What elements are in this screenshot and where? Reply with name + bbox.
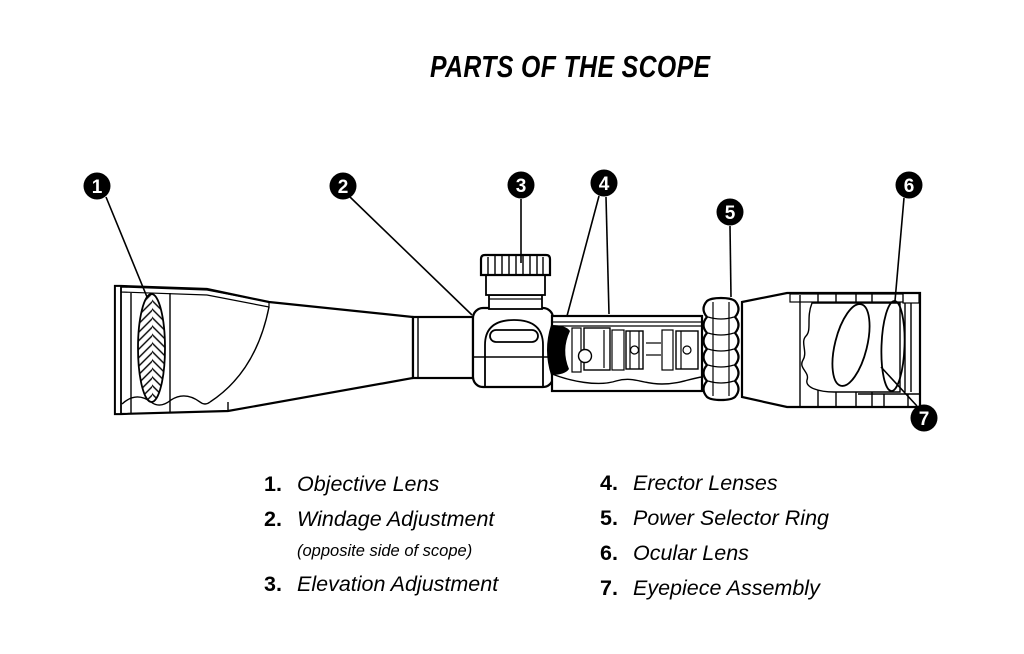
- elevation-turret: [479, 253, 552, 310]
- legend-item-2: 2. Windage Adjustment: [264, 506, 498, 533]
- callout-marker-1: 1: [83, 172, 111, 200]
- cell-3-pin: [682, 345, 692, 355]
- legend-column-left: 1. Objective Lens 2. Windage Adjustment …: [264, 471, 498, 606]
- legend-item-label: Power Selector Ring: [633, 506, 829, 530]
- bell-inner-arc: [209, 306, 270, 403]
- legend-item-number: 3.: [264, 572, 282, 596]
- objective-bell: [113, 284, 415, 416]
- elevation-knob-knurling: [487, 256, 544, 274]
- callout-number-1: 1: [92, 177, 103, 198]
- legend-item-number: 1.: [264, 472, 282, 496]
- leader-line-1: [105, 196, 148, 298]
- legend-item-label: Eyepiece Assembly: [633, 576, 820, 600]
- leader-lines: [105, 195, 918, 407]
- leader-line-6: [894, 197, 905, 302]
- objective-lens-glass: [137, 293, 166, 403]
- page-title: PARTS OF THE SCOPE: [430, 49, 711, 84]
- eyepiece-assembly: [740, 291, 922, 409]
- turret-base: [485, 274, 546, 296]
- callout-number-6: 6: [904, 176, 915, 197]
- power-ring-outline: [702, 296, 740, 402]
- erector-lens-2: [611, 329, 625, 371]
- main-tube-outline: [411, 315, 475, 380]
- turret-saddle: [471, 306, 555, 389]
- legend-column-right: 4. Erector Lenses 5. Power Selector Ring…: [600, 470, 829, 610]
- windage-slot: [489, 329, 539, 343]
- erector-top-band: [551, 315, 703, 323]
- legend-item-6: 6. Ocular Lens: [600, 540, 829, 567]
- legend-item-label: Erector Lenses: [633, 471, 778, 495]
- turret-neck: [488, 294, 543, 310]
- legend-item-4: 4. Erector Lenses: [600, 470, 829, 497]
- legend-item-2-note: (opposite side of scope): [297, 542, 473, 560]
- cell-1-pin: [577, 348, 593, 364]
- leader-line-5: [729, 225, 732, 298]
- erector-lens-3: [661, 329, 674, 371]
- ring-knurl-joints: [707, 316, 735, 384]
- callout-marker-7: 7: [910, 404, 938, 432]
- legend-item-number: 4.: [600, 471, 618, 495]
- leader-line-7: [880, 366, 918, 407]
- legend-item-label: Objective Lens: [297, 472, 440, 496]
- main-tube: [411, 315, 475, 380]
- leader-line-2: [349, 196, 473, 316]
- legend-item-5: 5. Power Selector Ring: [600, 505, 829, 532]
- leader-line-4a: [566, 195, 600, 317]
- legend-item-1: 1. Objective Lens: [264, 471, 498, 498]
- erector-wavy-bottom: [551, 373, 703, 385]
- callout-number-3: 3: [516, 176, 527, 197]
- saddle-dome: [484, 319, 544, 387]
- erector-lens-1: [571, 327, 582, 373]
- eyepiece-cutaway: [801, 302, 901, 393]
- lens-cell-1: [583, 327, 611, 371]
- field-lens-glass: [831, 303, 871, 387]
- callout-number-7: 7: [919, 409, 930, 430]
- legend-item-7: 7. Eyepiece Assembly: [600, 575, 829, 602]
- callout-marker-6: 6: [895, 171, 923, 199]
- legend-item-3: 3. Elevation Adjustment: [264, 571, 498, 598]
- leader-line-4b: [605, 196, 610, 315]
- retainer-wavy-line: [121, 395, 211, 406]
- callout-number-5: 5: [725, 203, 736, 224]
- power-selector-ring: [702, 296, 740, 402]
- legend-item-number: 5.: [600, 506, 618, 530]
- legend-item-number: 7.: [600, 576, 618, 600]
- callout-markers: 1 2 3 4 5 6 7: [83, 169, 938, 432]
- legend-item-label: Windage Adjustment: [297, 507, 495, 531]
- legend-item-label: Ocular Lens: [633, 541, 749, 565]
- cell-2-pin: [629, 345, 640, 355]
- legend-item-label: Elevation Adjustment: [297, 572, 499, 596]
- erector-shadow-crescent: [547, 325, 570, 375]
- callout-marker-4: 4: [590, 169, 618, 197]
- callout-marker-3: 3: [507, 171, 535, 199]
- erector-tube: [547, 314, 704, 393]
- objective-front-rim: [114, 285, 122, 415]
- callout-marker-2: 2: [329, 172, 357, 200]
- legend-item-number: 2.: [264, 507, 282, 531]
- callout-number-4: 4: [599, 174, 610, 195]
- legend-item-number: 6.: [600, 541, 618, 565]
- callout-number-2: 2: [338, 177, 349, 198]
- callout-marker-5: 5: [716, 198, 744, 226]
